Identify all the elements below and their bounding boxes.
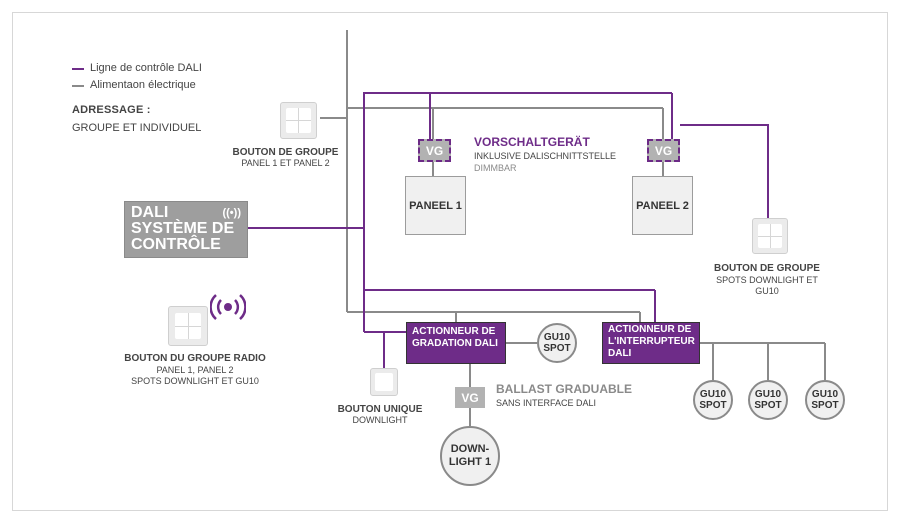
dali-system-line3: CONTRÔLE bbox=[131, 236, 221, 253]
vg-dimmable-ballast: VG bbox=[455, 387, 485, 408]
dali-dimming-actuator: ACTIONNEUR DE GRADATION DALI bbox=[406, 322, 506, 364]
dali-main bbox=[363, 92, 431, 332]
group-button-right-icon[interactable] bbox=[752, 218, 788, 254]
panel-2: PANEEL 2 bbox=[632, 176, 693, 235]
power-lines bbox=[320, 30, 826, 426]
dimmable-ballast-title: BALLAST GRADUABLE bbox=[496, 382, 632, 396]
legend-power-label: Alimentaon électrique bbox=[90, 79, 196, 91]
single-button-title: BOUTON UNIQUE bbox=[337, 404, 423, 415]
group-button-top-icon[interactable] bbox=[280, 102, 317, 139]
dali-control-system: DALI SYSTÈME DE CONTRÔLE ((•)) bbox=[124, 201, 248, 258]
downlight-line1: DOWN- bbox=[450, 443, 490, 455]
downlight-1: DOWN-LIGHT 1 bbox=[440, 426, 500, 486]
vg-panel2: VG bbox=[647, 139, 680, 162]
dali-switch-actuator: ACTIONNEUR DE L'INTERRUPTEUR DALI bbox=[602, 322, 700, 364]
radio-button-subtitle1: PANEL 1, PANEL 2 bbox=[156, 365, 234, 375]
group-button-top-subtitle: PANEL 1 ET PANEL 2 bbox=[241, 158, 330, 168]
ballast-top-title: VORSCHALTGERÄT bbox=[474, 135, 590, 149]
switch-actuator-line3: DALI bbox=[608, 348, 632, 359]
spot-label-line2: SPOT bbox=[754, 400, 782, 411]
legend-dali-swatch bbox=[72, 68, 84, 70]
spot-label-line1: GU10 bbox=[811, 389, 839, 400]
dimming-actuator-line1: ACTIONNEUR DE bbox=[412, 326, 496, 337]
spot-label-line1: GU10 bbox=[543, 332, 571, 343]
group-button-right-title: BOUTON DE GROUPE bbox=[714, 263, 820, 274]
addressing-title: ADRESSAGE : bbox=[72, 104, 151, 116]
addressing-subtitle: GROUPE ET INDIVIDUEL bbox=[72, 122, 202, 134]
vg-panel1: VG bbox=[418, 139, 451, 162]
group-button-right-subtitle1: SPOTS DOWNLIGHT ET bbox=[716, 275, 818, 285]
downlight-line2: LIGHT 1 bbox=[448, 456, 492, 468]
group-button-right-subtitle2: GU10 bbox=[755, 286, 779, 296]
legend-dali-label: Ligne de contrôle DALI bbox=[90, 62, 202, 74]
dali-system-line1: DALI bbox=[131, 204, 169, 221]
panel-1: PANEEL 1 bbox=[405, 176, 466, 235]
legend-power-swatch bbox=[72, 85, 84, 87]
dali-to-group-button-right bbox=[680, 124, 769, 218]
radio-button-subtitle2: SPOTS DOWNLIGHT ET GU10 bbox=[131, 376, 259, 386]
ballast-top-line1: INKLUSIVE DALISCHNITTSTELLE bbox=[474, 151, 617, 161]
dimming-actuator-line2: GRADATION DALI bbox=[412, 338, 498, 349]
wireless-icon: ((•)) bbox=[222, 207, 241, 219]
dali-system-line2: SYSTÈME DE bbox=[131, 220, 235, 237]
single-button-icon[interactable] bbox=[370, 368, 398, 396]
group-button-top-title: BOUTON DE GROUPE bbox=[232, 147, 339, 158]
dimmable-ballast-subtitle: SANS INTERFACE DALI bbox=[496, 398, 597, 408]
switch-actuator-line2: L'INTERRUPTEUR bbox=[608, 336, 695, 347]
spot-label-line1: GU10 bbox=[699, 389, 727, 400]
spot-label-line2: SPOT bbox=[699, 400, 727, 411]
spot-label-line2: SPOT bbox=[811, 400, 839, 411]
single-button-subtitle: DOWNLIGHT bbox=[352, 415, 408, 425]
spot-label-line2: SPOT bbox=[543, 343, 571, 354]
radio-button-title: BOUTON DU GROUPE RADIO bbox=[124, 353, 266, 364]
ballast-top-line2: DIMMBAR bbox=[474, 163, 517, 173]
radio-group-button-icon[interactable] bbox=[168, 306, 208, 346]
dali-lines bbox=[248, 92, 769, 368]
switch-actuator-line1: ACTIONNEUR DE bbox=[608, 324, 692, 335]
radio-signal-icon bbox=[210, 294, 246, 320]
spot-label-line1: GU10 bbox=[754, 389, 782, 400]
diagram-frame bbox=[12, 12, 888, 511]
